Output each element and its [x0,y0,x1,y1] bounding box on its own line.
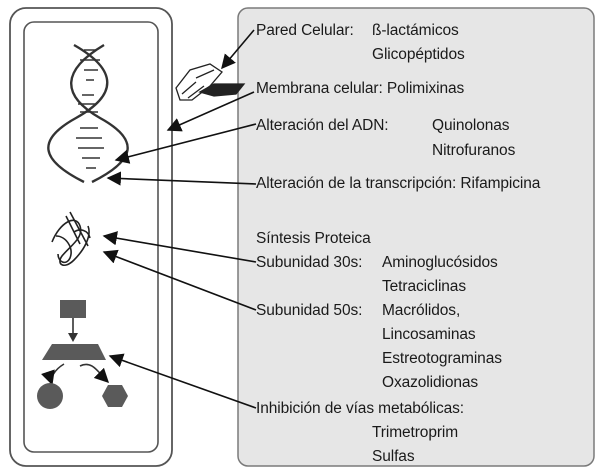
arrow-subunit-30s [102,231,257,263]
arrows [102,29,257,409]
subunit-30s-title: Subunidad 30s: [256,254,363,271]
subunit-30s-item: Tetraciclinas [382,278,466,295]
metabolic-item: Sulfas [372,448,415,465]
protein-synthesis-title: Síntesis Proteica [256,230,371,247]
metabolic-pathway-icon [37,300,128,409]
arrow-metabolic [108,353,257,409]
arrow-subunit-50s [102,249,257,311]
metabolic-item: Trimetroprim [372,424,459,441]
transcription-label: Alteración de la transcripción: Rifampic… [256,175,541,192]
subunit-50s-title: Subunidad 50s: [256,302,363,319]
dna-title: Alteración del ADN: [256,117,389,134]
arrow-transcription [106,171,257,186]
subunit-30s-item: Aminoglucósidos [382,254,498,271]
cell-wall-fragment-icon [175,63,246,101]
cell-wall-item: Glicopéptidos [372,46,465,63]
dna-item: Quinolonas [432,117,510,134]
cell-wall-item: ß-lactámicos [372,22,459,39]
arrow-membrane [166,91,255,132]
labels-panel [237,7,595,467]
metabolic-title: Inhibición de vías metabólicas: [256,400,464,417]
subunit-50s-item: Macrólidos, [382,302,461,319]
subunit-50s-item: Estreotograminas [382,350,502,367]
cell-wall-title: Pared Celular: [256,22,354,39]
dna-item: Nitrofuranos [432,142,516,159]
arrow-dna [114,123,257,164]
membrane-label: Membrana celular: Polimixinas [256,80,465,97]
subunit-50s-item: Oxazolidionas [382,374,479,391]
arrow-cell-wall [221,29,255,70]
subunit-50s-item: Lincosaminas [382,326,476,343]
ribosome-icon [51,211,91,267]
